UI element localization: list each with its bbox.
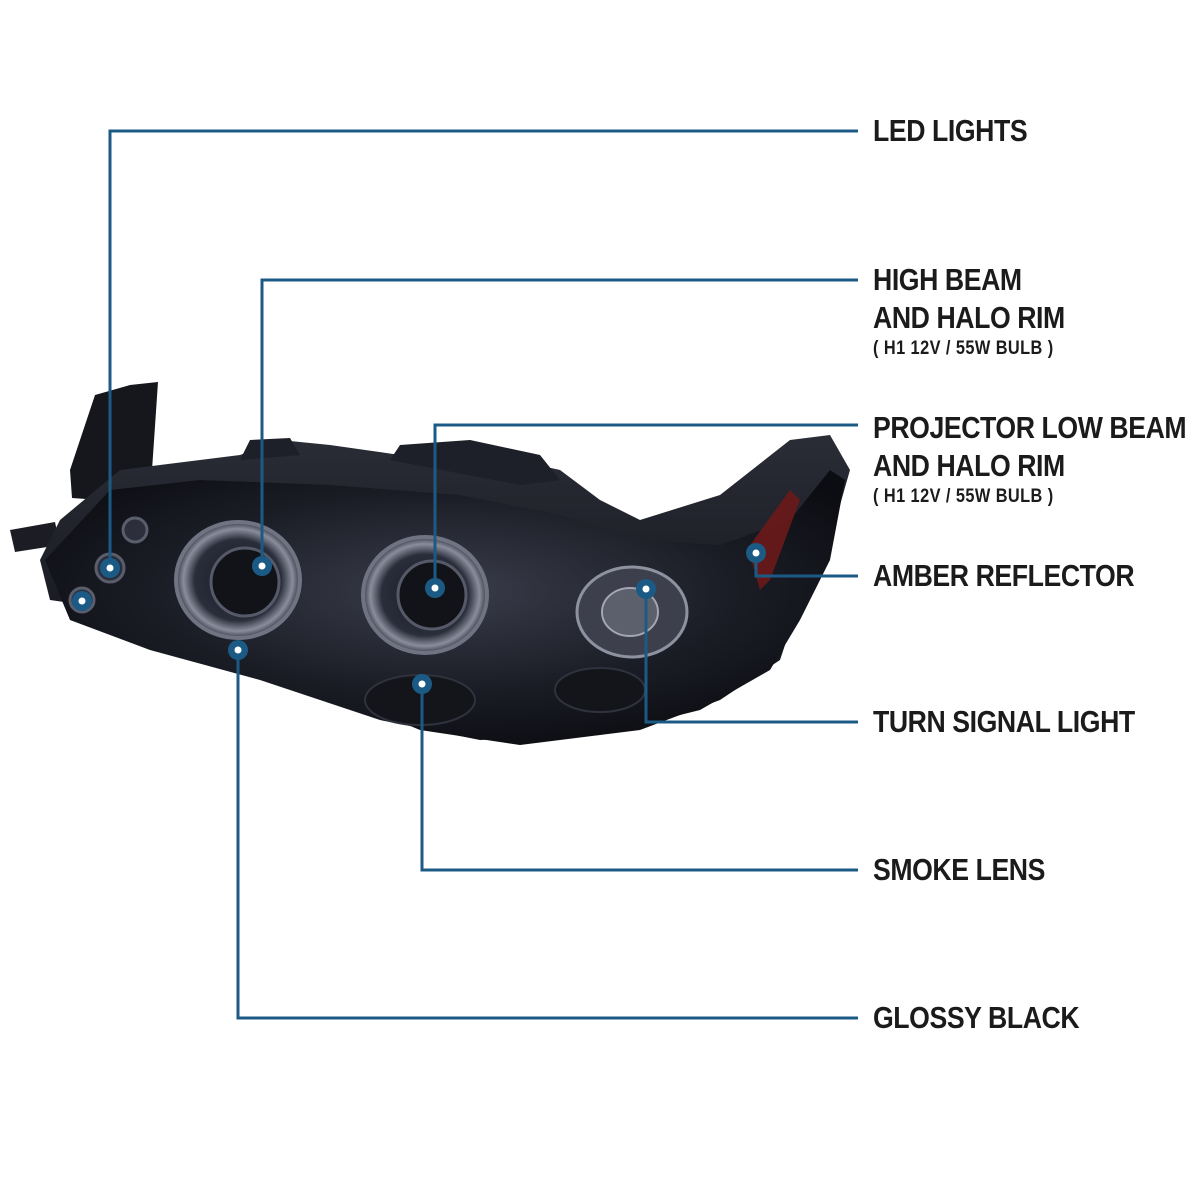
callout-dot-center [234,646,242,654]
amber-reflector-strip [748,490,800,590]
leader-line-turn-signal [644,589,858,724]
label-line: TURN SIGNAL LIGHT [873,704,1135,739]
label-smoke-lens: SMOKE LENS [873,851,1045,889]
leader-line-smoke-lens [420,684,858,872]
callout-dot-center [106,564,114,572]
label-line: GLOSSY BLACK [873,1000,1080,1035]
label-line: SMOKE LENS [873,852,1045,887]
leader-line-projector [433,423,858,588]
label-bulb-spec: ( H1 12V / 55W BULB ) [873,486,1054,507]
label-glossy-black: GLOSSY BLACK [873,999,1080,1037]
label-line: AND HALO RIM [873,300,1065,335]
callout-dot-center [431,584,439,592]
mounting-tab [10,522,60,552]
label-line: LED LIGHTS [873,113,1028,148]
housing-top-dome [390,440,560,485]
leader-line-led-lights [108,129,858,568]
turn-signal-core [601,587,659,637]
callout-dot-center [418,680,426,688]
label-line: AND HALO RIM [873,448,1065,483]
label-bulb-spec: ( H1 12V / 55W BULB ) [873,338,1054,359]
headlight-housing [10,382,850,745]
housing-top-block [240,438,300,460]
label-led-lights: LED LIGHTS [873,112,1028,150]
high-beam-inner [209,546,281,618]
lower-reflector [554,667,646,713]
leader-lines [108,129,858,1020]
label-line: HIGH BEAM [873,262,1022,297]
led-bulb [121,516,149,544]
callout-dots [72,543,766,694]
callout-dot-center [642,585,650,593]
label-amber-reflector: AMBER REFLECTOR [873,557,1135,595]
label-high-beam: HIGH BEAM AND HALO RIM ( H1 12V / 55W BU… [873,261,1065,361]
leader-line-glossy-black [236,650,858,1020]
label-projector-low-beam: PROJECTOR LOW BEAM AND HALO RIM ( H1 12V… [873,409,1187,509]
label-line: AMBER REFLECTOR [873,558,1135,593]
leader-line-high-beam [260,278,858,566]
callout-dot-center [78,597,86,605]
callout-dot-center [752,549,760,557]
label-turn-signal: TURN SIGNAL LIGHT [873,703,1135,741]
callout-dot-center [258,562,266,570]
label-line: PROJECTOR LOW BEAM [873,410,1187,445]
